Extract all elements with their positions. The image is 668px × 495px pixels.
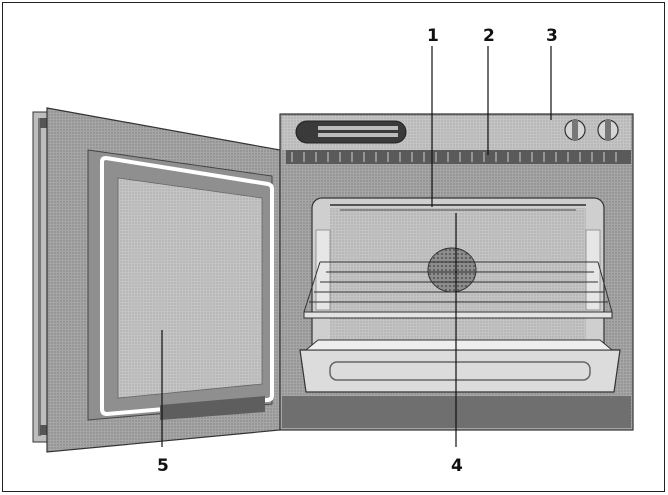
tray-handle-recess [329, 361, 591, 381]
left-rack-guide [315, 229, 331, 311]
knob-grip-left [572, 120, 578, 140]
lower-hinge [40, 425, 49, 435]
callout-label-2: 2 [483, 26, 495, 46]
callout-label-3: 3 [546, 26, 558, 46]
vent-slots [291, 152, 617, 162]
baking-tray [299, 349, 621, 393]
callout-label-1: 1 [427, 26, 439, 46]
door-seal [100, 155, 274, 417]
control-display [295, 120, 407, 144]
door-lower-trim [160, 396, 265, 420]
knob-grip-right [605, 120, 611, 140]
tray-rim [304, 339, 614, 351]
display-segment-row-1 [318, 126, 398, 130]
convection-fan [427, 247, 477, 293]
callout-lines [161, 46, 552, 447]
oven-door [32, 107, 281, 453]
right-rack-guide [585, 229, 601, 311]
rack-front-edge [303, 311, 613, 319]
door-glass [117, 177, 263, 399]
door-hinge-bar [38, 118, 41, 436]
callout-label-4: 4 [451, 456, 463, 476]
callout-label-5: 5 [157, 456, 169, 476]
upper-hinge [40, 118, 49, 128]
display-segment-row-2 [318, 133, 398, 137]
ventilation-grille [286, 150, 631, 164]
